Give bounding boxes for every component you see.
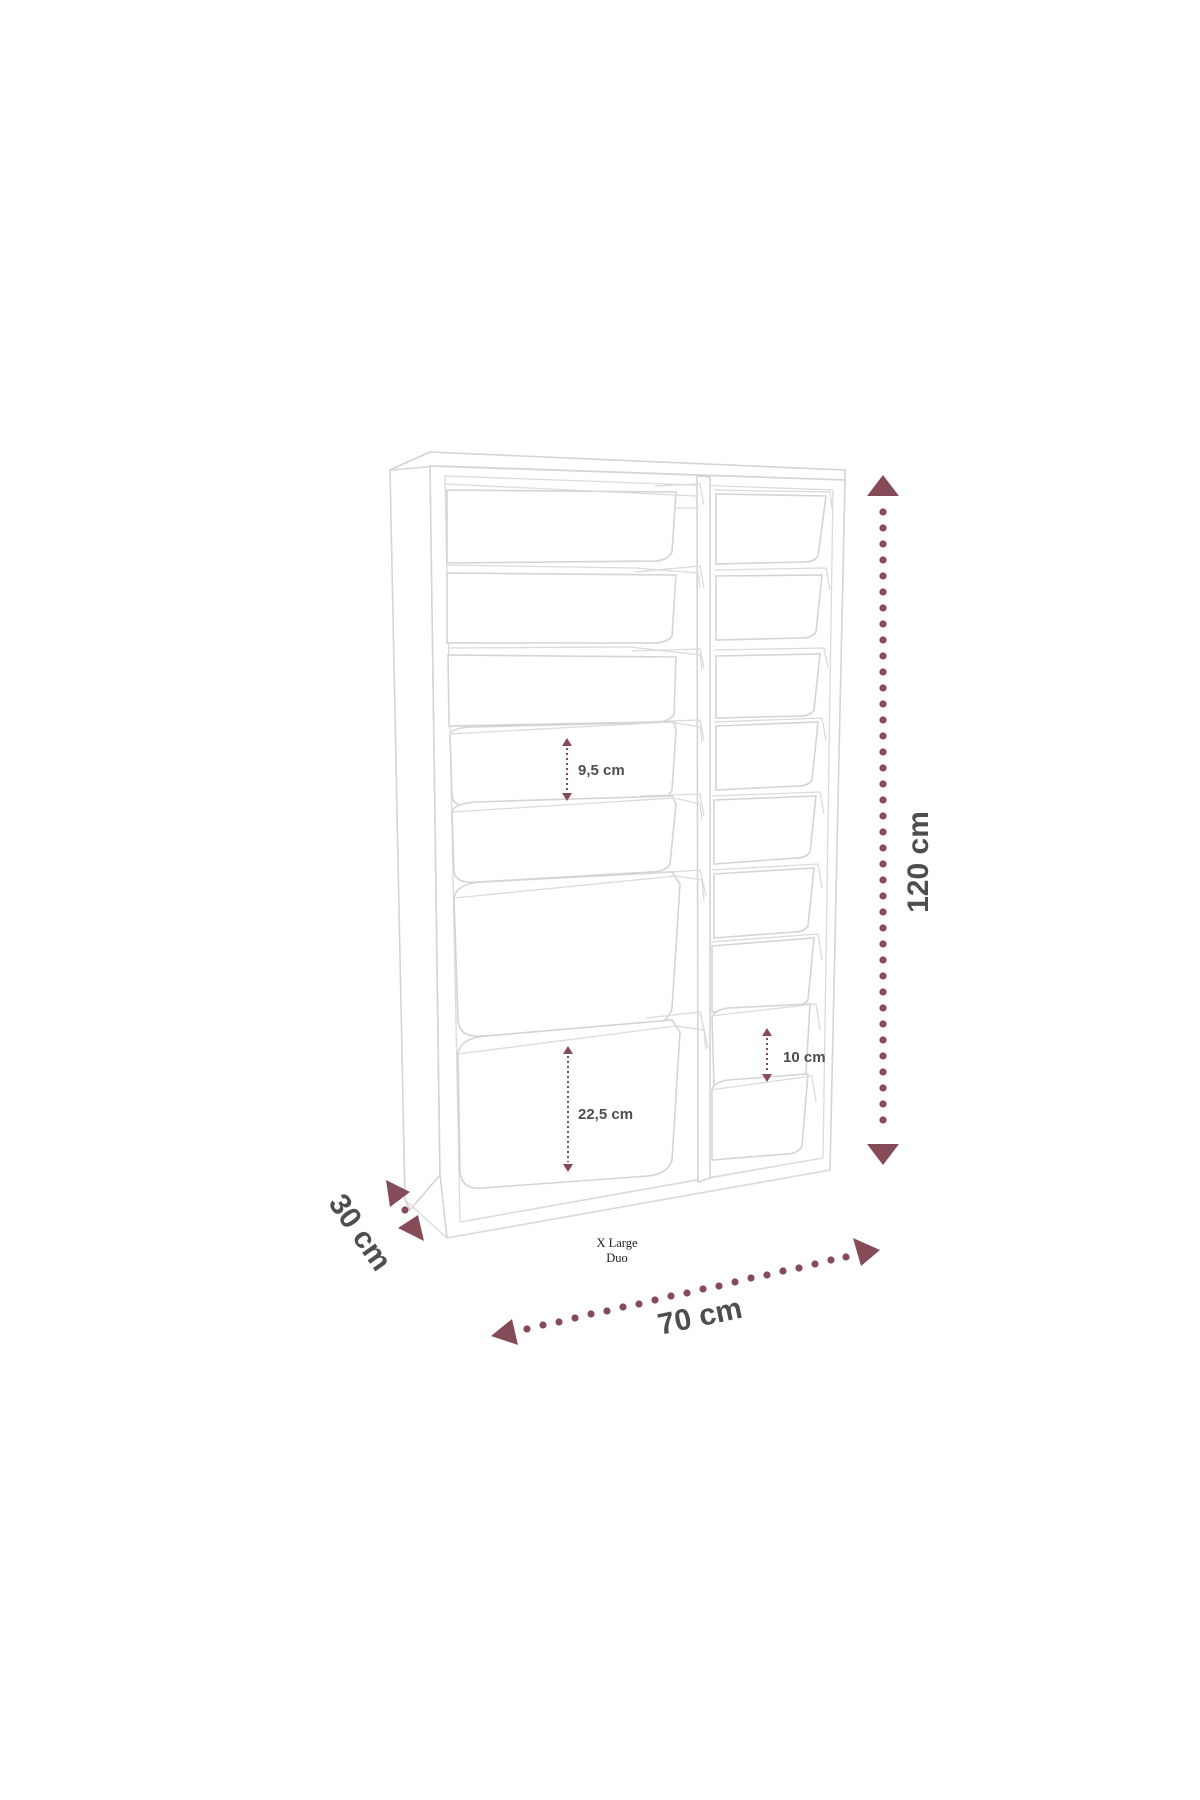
height-label: 120 cm xyxy=(902,811,935,913)
width-dimension-arrow: 70 cm xyxy=(491,1238,880,1345)
bin-right-1 xyxy=(713,489,833,565)
bin-left-1 xyxy=(444,483,705,564)
arrow-left-icon xyxy=(491,1319,518,1345)
model-label-line2: Duo xyxy=(606,1251,628,1265)
arrow-right-icon xyxy=(853,1238,880,1266)
large-bin-left-label: 22,5 cm xyxy=(578,1106,633,1123)
arrow-up-icon xyxy=(867,475,899,496)
model-label: X Large Duo xyxy=(596,1236,638,1265)
arrow-up-left-icon xyxy=(386,1180,410,1207)
bin-left-3 xyxy=(447,646,705,727)
right-column-bins xyxy=(709,489,833,1161)
width-label: 70 cm xyxy=(655,1292,745,1342)
cabinet-base-edge xyxy=(404,1169,831,1239)
dotted-line xyxy=(879,508,887,1124)
model-label-line1: X Large xyxy=(596,1236,638,1250)
cabinet-bottom-shelf xyxy=(459,1157,824,1223)
bin-right-5 xyxy=(711,791,825,865)
bin-left-6 xyxy=(453,869,707,1037)
dotted-line xyxy=(401,1206,409,1214)
bin-left-5 xyxy=(451,793,705,884)
dotted-line xyxy=(523,1253,850,1333)
arrow-down-icon xyxy=(867,1144,899,1165)
bin-left-7 xyxy=(457,1011,709,1189)
small-bin-right-label: 10 cm xyxy=(783,1049,826,1066)
arrow-down-right-icon xyxy=(398,1215,424,1241)
small-bin-left-label: 9,5 cm xyxy=(578,762,625,779)
bin-right-6 xyxy=(711,863,823,939)
bin-height-arrow-22-5: 22,5 cm xyxy=(563,1046,633,1172)
bin-height-arrow-10: 10 cm xyxy=(762,1028,826,1082)
height-dimension-arrow: 120 cm xyxy=(867,475,935,1165)
depth-label: 30 cm xyxy=(322,1188,398,1277)
bin-height-arrow-9-5: 9,5 cm xyxy=(562,738,625,801)
bin-right-9 xyxy=(709,1073,817,1161)
bin-right-7 xyxy=(709,933,823,1013)
left-column-bins xyxy=(444,483,709,1189)
bin-right-4 xyxy=(713,717,827,791)
bin-left-4 xyxy=(449,719,705,807)
bin-right-3 xyxy=(713,647,829,719)
bin-right-2 xyxy=(713,567,831,641)
bin-left-2 xyxy=(446,564,705,644)
